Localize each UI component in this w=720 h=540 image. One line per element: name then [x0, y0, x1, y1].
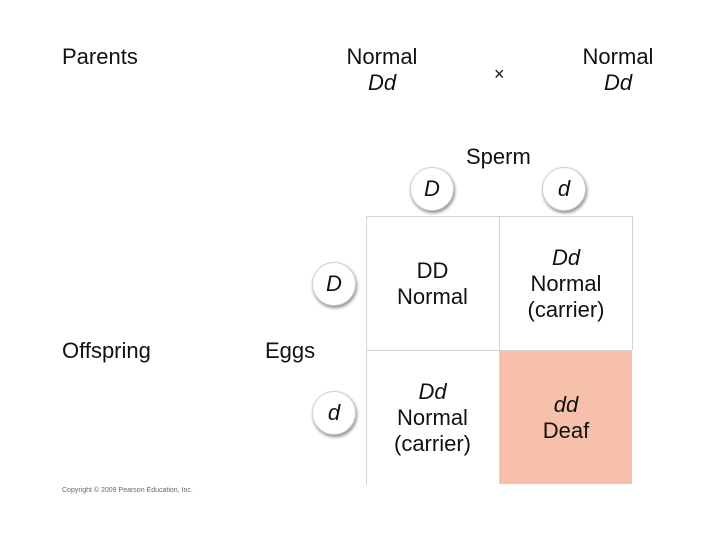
cell-Dd-top-phenotype: Normal [530, 270, 602, 296]
grid-divider-horizontal [366, 350, 632, 351]
cell-Dd-top: Dd Normal (carrier) [500, 217, 632, 350]
cell-Dd-top-note: (carrier) [527, 296, 605, 322]
egg-allele-d: d [312, 391, 356, 435]
cell-Dd-bottom-note: (carrier) [394, 430, 471, 456]
sperm-label: Sperm [466, 144, 531, 169]
parent1-phenotype: Normal [346, 44, 418, 69]
cell-DD-genotype: DD [416, 257, 449, 283]
parent2-phenotype: Normal [582, 44, 654, 69]
cell-dd-phenotype: Deaf [542, 417, 590, 443]
copyright-text: Copyright © 2009 Pearson Education, Inc. [62, 487, 193, 494]
parent1-genotype: Dd [367, 70, 397, 95]
cell-DD: DD Normal [366, 217, 499, 350]
sperm-allele-D: D [410, 167, 454, 211]
cell-dd-affected: dd Deaf [500, 351, 632, 484]
cell-Dd-bottom-genotype: Dd [418, 378, 447, 404]
parents-label: Parents [62, 44, 138, 69]
egg-allele-D: D [312, 262, 356, 306]
cell-dd-genotype: dd [553, 391, 579, 417]
cell-DD-phenotype: Normal [397, 283, 468, 309]
grid-border-right [632, 216, 633, 350]
parent2: Normal Dd [566, 44, 670, 96]
offspring-label: Offspring [62, 338, 151, 363]
cell-Dd-top-genotype: Dd [551, 244, 581, 270]
cell-Dd-bottom: Dd Normal (carrier) [366, 351, 499, 484]
parent2-genotype: Dd [603, 70, 633, 95]
cell-Dd-bottom-phenotype: Normal [397, 404, 468, 430]
eggs-label: Eggs [265, 338, 316, 363]
sperm-allele-d: d [542, 167, 586, 211]
parent1: Normal Dd [330, 44, 434, 96]
cross-symbol: × [494, 64, 505, 84]
